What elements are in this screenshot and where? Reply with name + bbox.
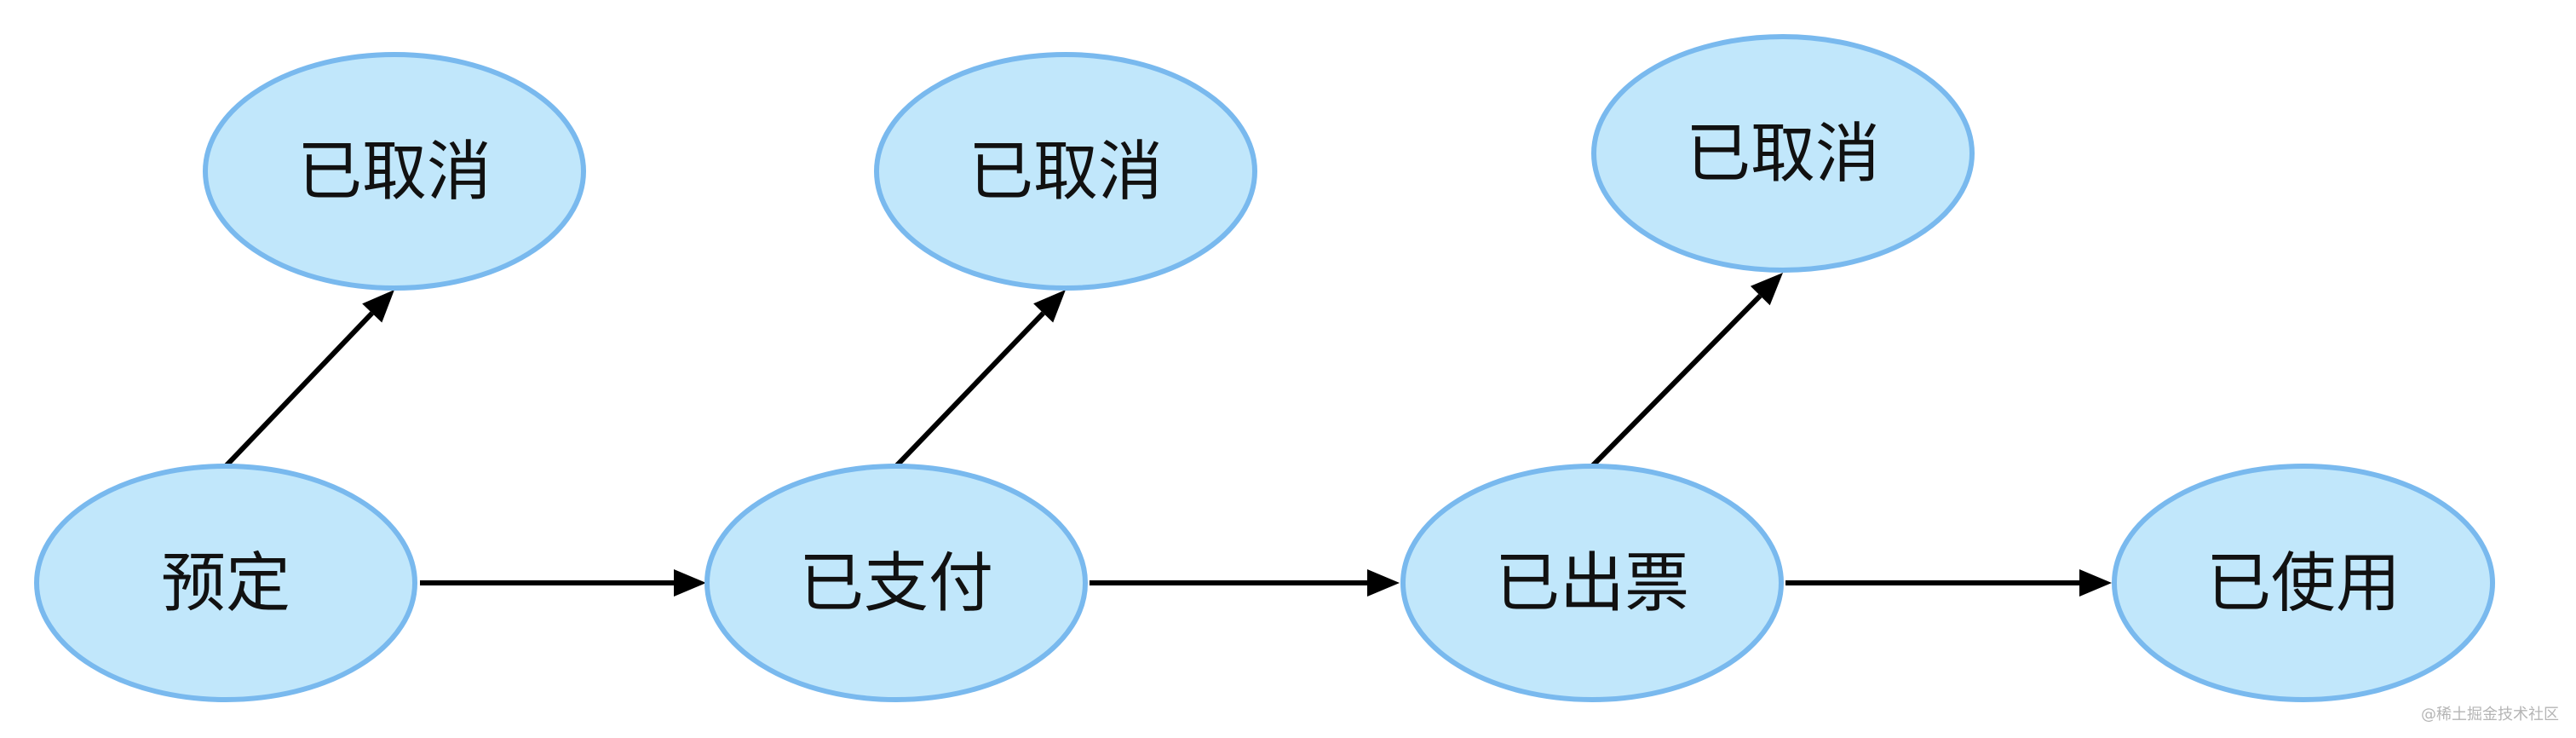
arrowhead-icon (674, 569, 706, 597)
nodes-layer: 预定 已支付 已出票 已使用 已取消 已取消 已取消 (34, 34, 2495, 702)
node-ellipse (1591, 34, 1975, 273)
state-node-cancelled-3: 已取消 (1591, 34, 1975, 273)
node-label: 预定 (161, 545, 290, 621)
edge-booked-to-paid (420, 569, 706, 597)
edge-line (1590, 293, 1762, 469)
node-label: 已出票 (1495, 545, 1689, 621)
node-ellipse (2112, 464, 2495, 702)
state-node-booked: 预定 (34, 464, 417, 702)
arrowhead-icon (1367, 569, 1400, 597)
arrowhead-icon (1750, 273, 1783, 306)
arrowhead-icon (1033, 290, 1066, 323)
node-ellipse (203, 52, 586, 291)
node-label: 已使用 (2206, 545, 2401, 621)
node-label: 已取消 (1686, 116, 1880, 192)
edge-paid-to-cancelled_2 (894, 290, 1066, 469)
edge-booked-to-cancelled_1 (223, 290, 394, 469)
watermark-text: @稀土掘金技术社区 (2421, 706, 2559, 724)
arrowhead-icon (362, 290, 394, 323)
arrowhead-icon (2079, 569, 2112, 597)
state-node-ticketed: 已出票 (1400, 464, 1784, 702)
node-label: 已支付 (799, 545, 993, 621)
node-ellipse (34, 464, 417, 702)
node-ellipse (874, 52, 1257, 291)
node-label: 已取消 (297, 134, 492, 210)
edge-ticketed-to-cancelled_3 (1590, 273, 1783, 469)
state-node-paid: 已支付 (704, 464, 1088, 702)
edge-paid-to-ticketed (1090, 569, 1400, 597)
edges-layer (223, 273, 2112, 597)
state-node-cancelled-2: 已取消 (874, 52, 1257, 291)
state-node-cancelled-1: 已取消 (203, 52, 586, 291)
node-label: 已取消 (969, 134, 1163, 210)
edge-line (894, 311, 1045, 469)
node-ellipse (1400, 464, 1784, 702)
edge-ticketed-to-used (1785, 569, 2112, 597)
node-ellipse (704, 464, 1088, 702)
edge-line (223, 311, 374, 469)
state-node-used: 已使用 (2112, 464, 2495, 702)
